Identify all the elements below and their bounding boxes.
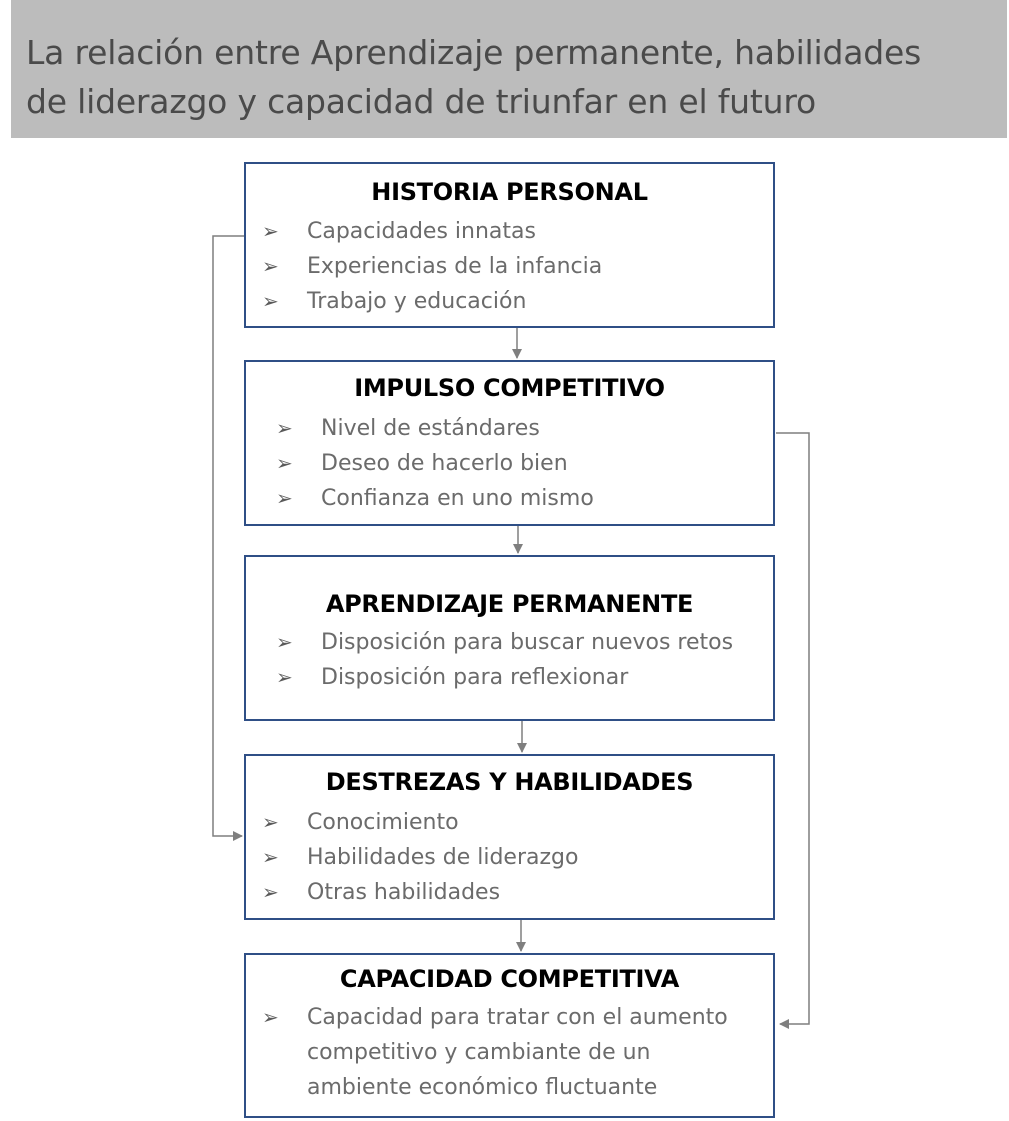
list-item: Capacidad para tratar con el aumento (307, 1005, 728, 1030)
list-item: Disposición para buscar nuevos retos (321, 630, 734, 655)
list-item: Experiencias de la infancia (307, 254, 603, 279)
list-item: Disposición para reflexionar (321, 665, 629, 690)
bullet-arrow-icon: ➢ (262, 289, 279, 313)
list-item: Habilidades de liderazgo (307, 845, 579, 870)
box-title: DESTREZAS Y HABILIDADES (325, 768, 694, 796)
list-item: competitivo y cambiante de un (307, 1040, 651, 1065)
bullet-arrow-icon: ➢ (276, 416, 293, 440)
box-capacidad-competitiva: CAPACIDAD COMPETITIVA ➢ Capacidad para t… (244, 953, 775, 1118)
list-item: Trabajo y educación (307, 289, 527, 314)
box-title: CAPACIDAD COMPETITIVA (339, 965, 680, 993)
diagram-title-line-1: La relación entre Aprendizaje permanente… (26, 33, 922, 72)
list-item: Confianza en uno mismo (321, 486, 594, 511)
bullet-arrow-icon: ➢ (276, 630, 293, 654)
title-banner: La relación entre Aprendizaje permanente… (11, 0, 1007, 138)
bullet-arrow-icon: ➢ (262, 1005, 279, 1029)
list-item: ambiente económico fluctuante (307, 1075, 658, 1100)
bullet-arrow-icon: ➢ (262, 880, 279, 904)
bullet-arrow-icon: ➢ (276, 486, 293, 510)
bullet-arrow-icon: ➢ (262, 810, 279, 834)
arrow-impulso-to-capacidad (776, 432, 810, 1029)
list-item: Conocimiento (307, 810, 459, 835)
bullet-arrow-icon: ➢ (262, 254, 279, 278)
bullet-arrow-icon: ➢ (262, 845, 279, 869)
box-historia-personal: HISTORIA PERSONAL ➢ Capacidades innatas … (244, 162, 775, 328)
bullet-arrow-icon: ➢ (262, 219, 279, 243)
box-aprendizaje-permanente: APRENDIZAJE PERMANENTE ➢ Disposición par… (244, 555, 775, 721)
list-item: Deseo de hacerlo bien (321, 451, 568, 476)
list-item: Capacidades innatas (307, 219, 536, 244)
diagram-title-line-2: de liderazgo y capacidad de triunfar en … (26, 82, 816, 121)
box-impulso-competitivo: IMPULSO COMPETITIVO ➢ Nivel de estándare… (244, 360, 775, 526)
box-title: HISTORIA PERSONAL (371, 178, 648, 206)
box-destrezas-habilidades: DESTREZAS Y HABILIDADES ➢ Conocimiento ➢… (244, 754, 775, 920)
box-title: APRENDIZAJE PERMANENTE (325, 590, 694, 618)
bullet-arrow-icon: ➢ (276, 451, 293, 475)
list-item: Otras habilidades (307, 880, 501, 905)
list-item: Nivel de estándares (321, 416, 540, 441)
box-title: IMPULSO COMPETITIVO (354, 374, 665, 402)
bullet-arrow-icon: ➢ (276, 665, 293, 689)
arrow-historia-to-destrezas (212, 235, 244, 841)
